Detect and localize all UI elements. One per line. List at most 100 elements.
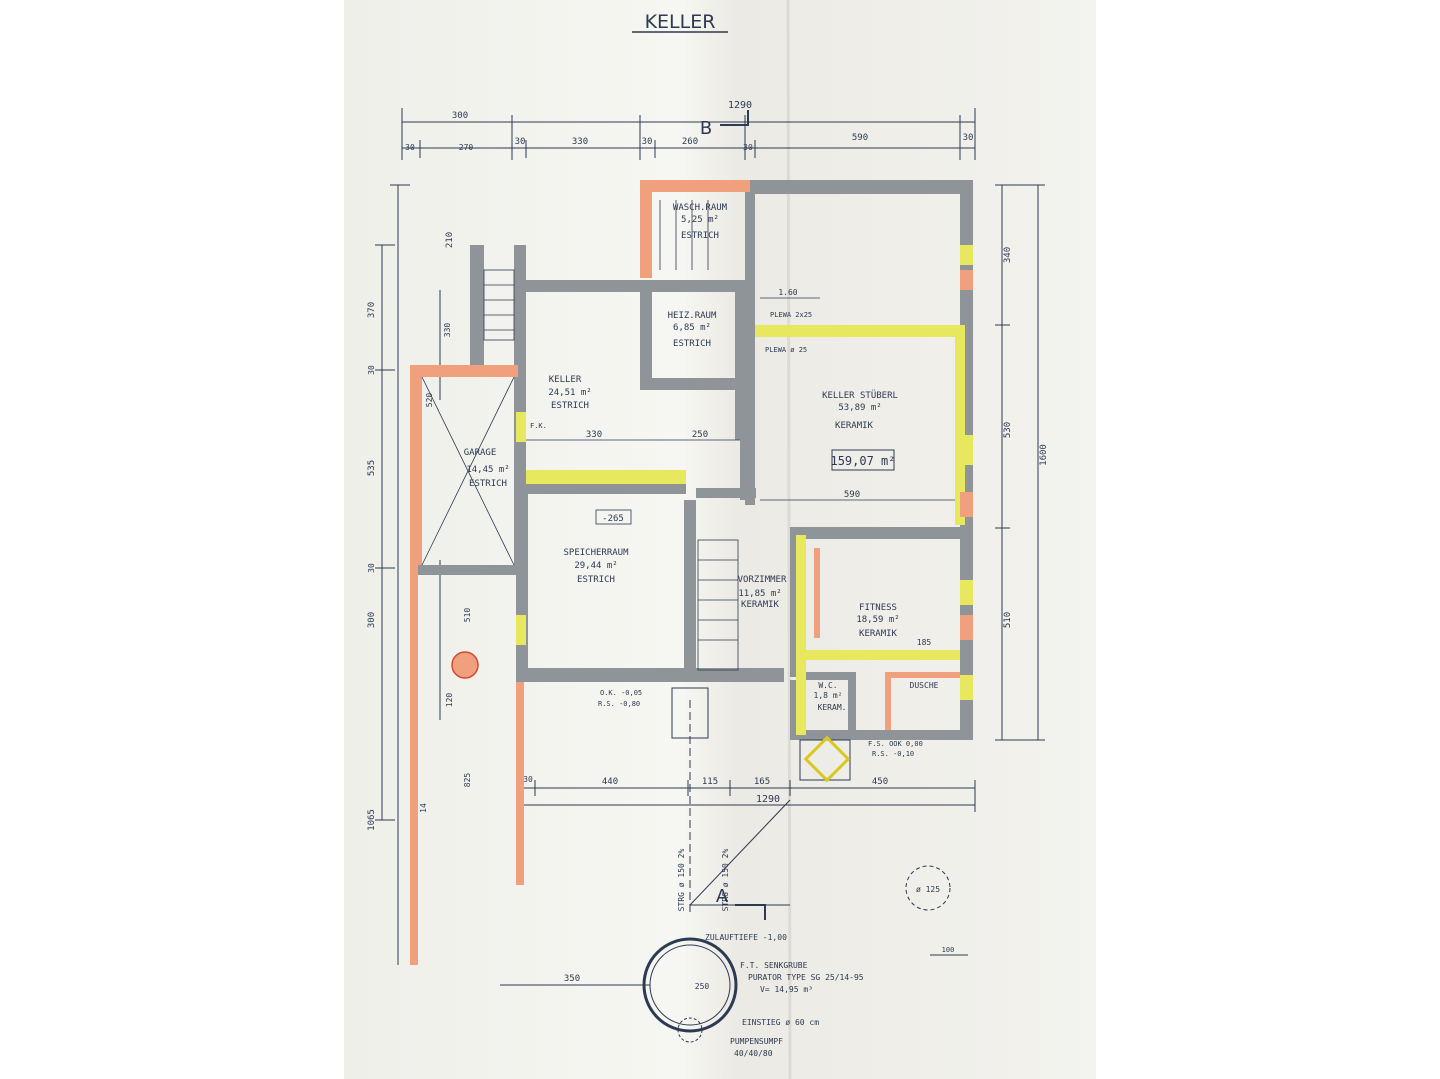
top-dim-2: 30 [515,137,526,147]
annotation-plewa-1: PLEWA 2x25 [770,311,812,319]
left-inner-dim-1: 330 [443,323,452,338]
annotation-strang-2: STRG ø 150 2% [721,849,730,912]
wall-yellow-keller [526,470,686,484]
mast-dim: ø 125 [916,885,940,894]
room-vorzimmer-floor: KERAMIK [741,600,780,610]
left-dim-2: 370 [367,302,377,318]
wall-garage-south [418,565,518,575]
window-east-2 [960,270,973,290]
top-dim-6: 590 [852,133,868,143]
section-marker-a: A [716,886,729,907]
sheet-title: KELLER [645,11,716,33]
left-inner-dim-4: 120 [445,693,454,708]
bottom-dim-1: 30 [523,775,533,784]
room-vorzimmer-area: 11,85 m² [738,589,781,599]
right-dim-2: 530 [1003,422,1013,438]
bottom-dim-4: 165 [754,777,770,787]
tank-annotations: F.T. SENKGRUBE PURATOR TYPE SG 25/14-95 … [730,961,864,1058]
bottom-dim-3: 115 [702,777,718,787]
room-garage-floor: ESTRICH [469,479,507,489]
window-east-5 [960,580,973,605]
wall-heiz-north [640,280,745,292]
wall-garage-west [410,365,422,575]
stairs-north [483,269,515,341]
level-box [595,509,632,525]
inspection-shaft [803,735,851,783]
room-waschraum-name: WASCH.RAUM [673,203,728,213]
left-inner-dim-3: 14 [419,803,428,813]
right-dim-4: 1600 [1039,444,1049,466]
annotation-plewa-2: PLEWA ø 25 [765,346,807,354]
left-dimension-lines [375,184,441,965]
wall-yellow-east [955,325,965,525]
wall-stair-north [696,488,756,498]
section-marker-b: B [700,118,712,139]
bottom-dimension-lines [519,780,976,812]
annotation-strang-1: STRG ø 150 2% [677,849,686,912]
left-dim-1: 210 [445,232,455,248]
wall-stair-east [740,430,750,500]
room-kellerstuberl-floor: KERAMIK [835,421,874,431]
exterior-wall-west [410,575,418,965]
room-garage-name: GARAGE [464,448,497,458]
tank-diameter-dim: 250 [695,982,710,991]
wall-dusche-west [885,672,891,730]
annotation-senkgrube-3: V= 14,95 m³ [760,985,813,994]
right-dimension-lines [995,184,1045,741]
right-dim-3: 510 [1003,612,1013,628]
wall-stuberl-south [790,527,965,539]
annotation-senkgrube-1: F.T. SENKGRUBE [740,961,808,970]
bottom-overall-dim: 1290 [756,794,780,805]
manhole-left [451,651,479,679]
interior-dims: 330 250 590 1.60 185 [526,288,955,647]
total-area: 159,07 m² [830,454,895,468]
fold-line [786,0,792,1079]
wall-waschraum-west [640,180,652,278]
left-inner-dim-2: 520 [425,393,434,408]
wall-south-east [790,730,970,740]
interior-dim-5: 185 [917,638,932,647]
interior-dim-3: 590 [844,490,860,500]
wall-wc-west [790,680,800,740]
annotation-ok-right: F.S. OOK 0,00 [868,740,923,748]
annotation-senkgrube-2: PURATOR TYPE SG 25/14-95 [748,973,864,982]
top-dim-1: 300 [452,111,468,121]
room-speicherraum-name: SPEICHERRAUM [563,548,629,558]
wall-heiz-east [735,280,747,440]
window-east-3 [960,435,973,465]
room-fitness-floor: KERAMIK [859,629,898,639]
exterior-wall-mid [516,682,524,885]
top-dim-5: 260 [682,137,698,147]
wall-yellow-fitness [796,535,806,735]
wall-yellow-door-1 [516,412,526,442]
wall-wc-north [800,672,855,680]
interior-dim-4: 1.60 [778,288,797,297]
stairs-waschraum [659,200,709,270]
wall-garage-north [410,365,518,377]
top-dim-7: 30 [963,133,974,143]
septic-tank-inner [649,944,731,1026]
top-dimension-lines [401,108,976,160]
wall-waschraum-top [640,180,750,192]
annotation-rs-right: R.S. -0,10 [872,750,914,758]
left-dim-6: 300 [367,612,377,628]
annotations: PLEWA 2x25 PLEWA ø 25 F.K. O.K. -0,05 R.… [530,311,923,758]
top-dim-4: 30 [642,137,653,147]
wall-stuberl-west [745,180,755,505]
wall-heiz-west [640,280,652,390]
wall-yellow-stuberl [755,325,960,337]
top-overall-dim: 1290 [728,100,752,111]
tank-offset-dim: 350 [564,974,580,984]
room-garage-area: 14,45 m² [466,465,509,475]
room-waschraum-floor: ESTRICH [681,231,719,241]
scale-label: 100 [942,946,955,954]
wall-south-mid [516,668,784,682]
room-waschraum-area: 5,25 m² [681,215,719,225]
room-wc-name: W.C. [818,681,837,690]
room-fitness-area: 18,59 m² [856,615,899,625]
level-label: -265 [602,514,624,524]
annotation-einstieg: EINSTIEG ø 60 cm [742,1018,819,1027]
window-east-6 [960,615,973,640]
